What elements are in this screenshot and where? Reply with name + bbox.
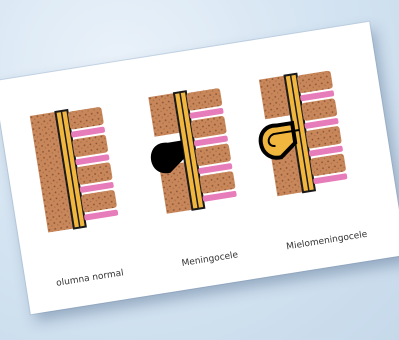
spine-mielomeningocele xyxy=(251,68,348,197)
spine-meningocele xyxy=(141,86,238,215)
spine-normal xyxy=(30,105,120,233)
spine-diagram xyxy=(0,22,399,315)
slide-card: olumna normal Meningocele Mielomeningoce… xyxy=(0,22,399,315)
